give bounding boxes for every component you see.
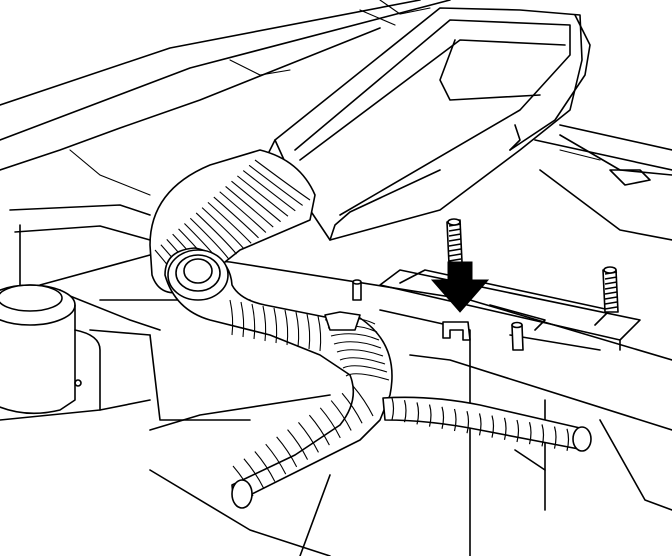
retaining-clip xyxy=(442,321,471,341)
duct-rib xyxy=(273,307,278,344)
duct-rib xyxy=(416,402,420,425)
duct-rib xyxy=(254,451,276,482)
duct-rib xyxy=(604,276,618,280)
spring-seat xyxy=(0,284,151,421)
duct-rib xyxy=(213,196,259,239)
duct-rib xyxy=(336,349,384,357)
duct-rib xyxy=(262,305,267,342)
duct-rib xyxy=(284,309,289,346)
mounting-stud-left xyxy=(446,218,463,265)
duct-rib xyxy=(248,164,303,206)
upper-body-panel xyxy=(0,0,451,241)
duct-rib xyxy=(225,186,274,228)
duct-rib xyxy=(516,419,520,443)
heater-duct-lower xyxy=(164,247,393,509)
duct-rib xyxy=(342,365,388,373)
duct-rib xyxy=(453,408,457,432)
duct-rib xyxy=(240,301,245,338)
duct-rib xyxy=(229,299,234,336)
duct-rib xyxy=(237,175,289,217)
duct-rib xyxy=(317,315,322,352)
duct-rib xyxy=(251,303,256,340)
mounting-stud-small-left xyxy=(352,279,362,301)
duct-rib xyxy=(604,286,618,290)
duct-rib xyxy=(528,422,532,445)
duct-rib xyxy=(287,429,309,460)
duct-rib xyxy=(466,411,470,434)
duct-rib xyxy=(448,243,462,247)
duct-rib xyxy=(448,233,462,237)
mounting-stud-right xyxy=(602,266,619,313)
duct-rib xyxy=(201,207,245,250)
duct-rib xyxy=(604,281,618,285)
duct-rib xyxy=(403,400,407,423)
duct-rib xyxy=(541,424,545,447)
duct-rib xyxy=(298,422,319,453)
duct-rib xyxy=(219,191,267,233)
duct-rib xyxy=(265,443,287,475)
duct-rib xyxy=(604,291,618,295)
floor-pan xyxy=(0,124,672,556)
duct-rib xyxy=(553,426,557,449)
duct-rib xyxy=(604,296,618,300)
duct-rib xyxy=(276,436,298,468)
duct-rib xyxy=(207,201,252,244)
duct-rib xyxy=(448,238,462,242)
duct-rib xyxy=(231,180,281,223)
small-hose xyxy=(382,396,592,452)
duct-rib xyxy=(295,311,300,348)
duct-rib xyxy=(428,404,432,427)
duct-rib xyxy=(566,428,570,451)
duct-rib xyxy=(319,407,341,439)
duct-rib xyxy=(254,159,311,201)
duct-rib xyxy=(448,228,462,232)
duct-rib xyxy=(604,301,618,305)
duct-rib xyxy=(306,313,311,350)
duct-rib xyxy=(478,413,482,436)
duct-rib xyxy=(330,400,352,431)
duct-rib xyxy=(391,397,395,421)
duct-rib xyxy=(448,258,462,262)
duct-rib xyxy=(448,253,462,257)
duct-rib xyxy=(604,306,618,310)
down-arrow-icon xyxy=(430,261,490,313)
duct-rib xyxy=(189,217,230,260)
duct-rib xyxy=(333,341,382,349)
duct-rib xyxy=(345,373,390,381)
duct-rib xyxy=(491,415,495,438)
duct-rib xyxy=(448,248,462,252)
duct-rib xyxy=(242,170,296,212)
duct-rib xyxy=(441,406,445,429)
duct-rib xyxy=(243,458,265,489)
duct-rib xyxy=(341,392,363,424)
duct-rib xyxy=(503,417,507,440)
duct-rib xyxy=(330,333,380,341)
floor-plate xyxy=(379,269,641,351)
duct-rib xyxy=(308,414,330,446)
duct-rib xyxy=(339,357,386,365)
duct-rib xyxy=(195,212,237,255)
mounting-stud-small-right xyxy=(511,321,524,351)
duct-rib xyxy=(352,385,374,417)
duct-clamp xyxy=(324,311,361,331)
